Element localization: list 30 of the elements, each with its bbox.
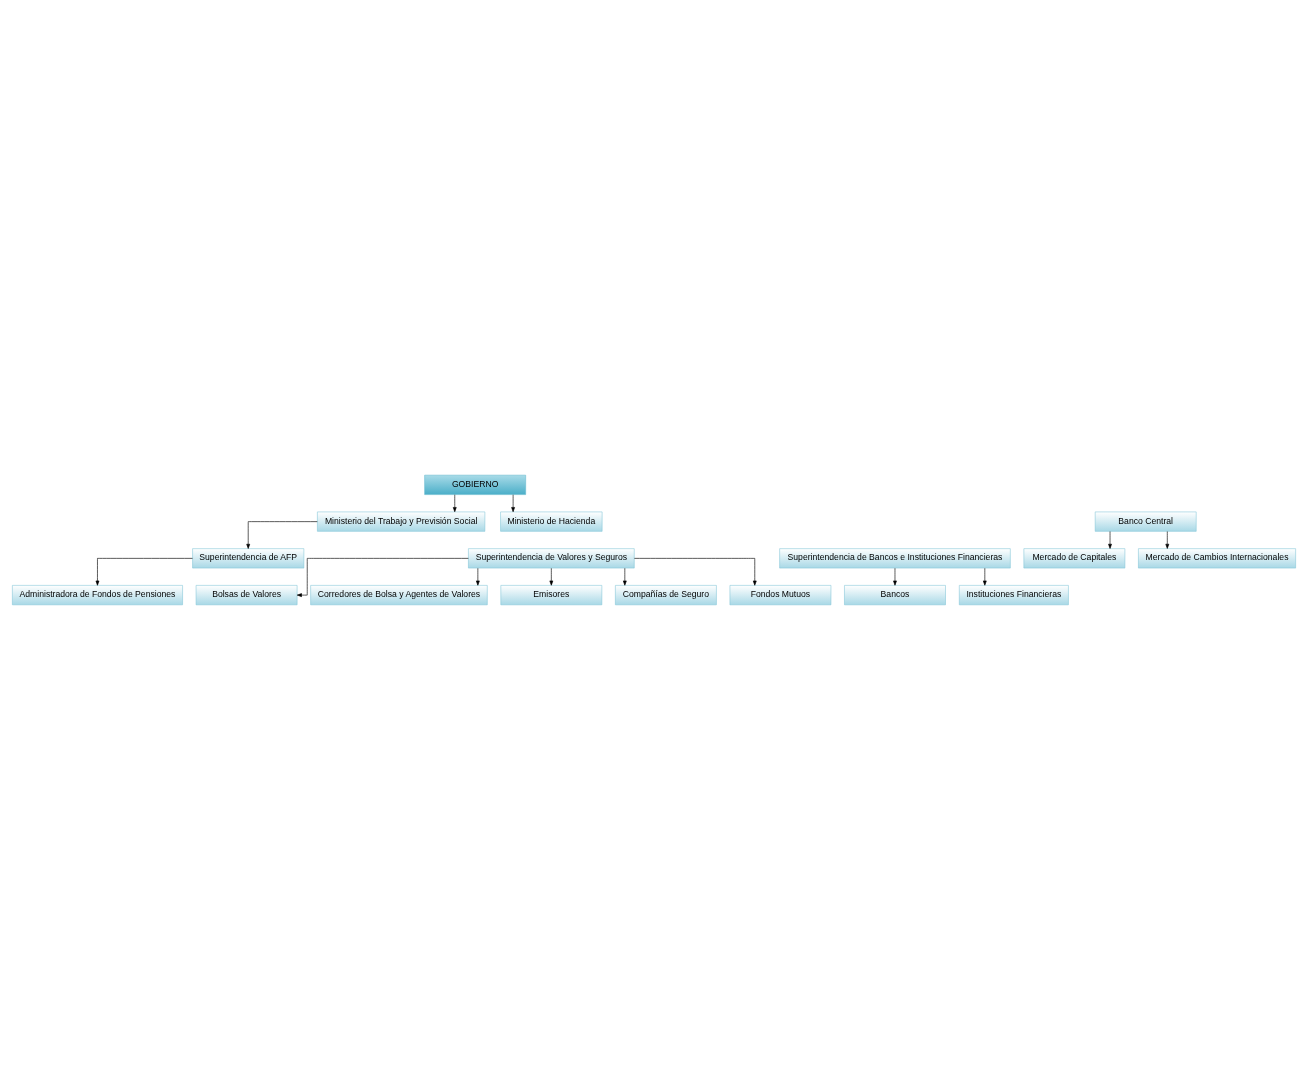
arrow xyxy=(246,521,318,549)
arrow xyxy=(511,494,515,513)
node-box: Corredores de Bolsa y Agentes de Valores xyxy=(310,585,488,606)
node-box: Superintendencia de Bancos e Instituciones Financieras xyxy=(779,548,1011,569)
arrow xyxy=(634,558,757,586)
node-box: Superintendencia de AFP xyxy=(192,548,305,569)
arrow xyxy=(476,567,480,586)
arrow xyxy=(549,567,554,586)
arrow xyxy=(623,567,627,586)
node-box: Instituciones Financieras xyxy=(959,585,1069,606)
node-box: Superintendencia de Valores y Seguros xyxy=(468,548,635,569)
node-box: Compañías de Seguro xyxy=(615,585,717,606)
arrow xyxy=(982,567,987,586)
node-box: Ministerio de Hacienda xyxy=(500,511,603,532)
arrow xyxy=(95,558,193,586)
node-box: Mercado de Capitales xyxy=(1023,548,1126,569)
node-box: GOBIERNO xyxy=(424,474,526,495)
node-box: Bancos xyxy=(844,585,946,606)
node-box: Banco Central xyxy=(1094,511,1197,532)
node-box: Administradora de Fondos de Pensiones xyxy=(12,585,183,606)
node-box: Emisores xyxy=(500,585,603,606)
arrow xyxy=(452,494,457,513)
arrow xyxy=(296,558,469,597)
arrow xyxy=(1165,531,1170,549)
arrow xyxy=(1108,531,1112,549)
node-box: Bolsas de Valores xyxy=(195,585,298,606)
node-box: Fondos Mutuos xyxy=(729,585,832,606)
arrow xyxy=(893,567,897,586)
node-box: Ministerio del Trabajo y Previsión Social xyxy=(317,511,486,532)
node-box: Mercado de Cambios Internacionales xyxy=(1138,548,1296,569)
